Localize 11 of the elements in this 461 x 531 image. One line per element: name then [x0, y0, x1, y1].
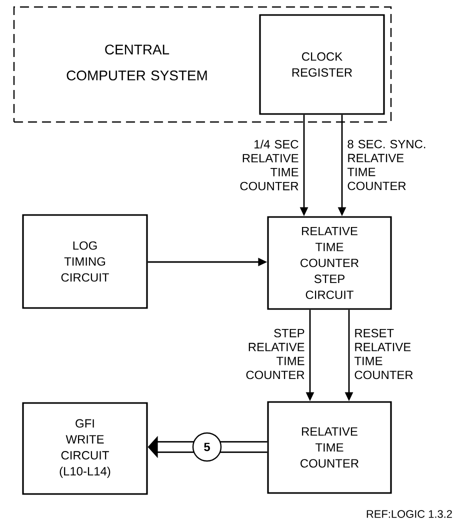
edge-label: 1/4 SEC RELATIVE TIME COUNTER — [240, 140, 298, 190]
block-box: GFI WRITE CIRCUIT (L10-L14) — [22, 402, 148, 495]
edge-label: RESET RELATIVE TIME COUNTER — [354, 328, 413, 380]
block-box: CLOCK REGISTER — [259, 14, 385, 115]
block-box: RELATIVE TIME COUNTER STEP CIRCUIT — [267, 216, 392, 310]
block-box: LOG TIMING CIRCUIT — [22, 214, 148, 309]
reference-note: REF:LOGIC 1.3.2 — [366, 510, 452, 518]
edge-label: 8 SEC. SYNC. RELATIVE TIME COUNTER — [347, 140, 426, 190]
edge-label: STEP RELATIVE TIME COUNTER — [246, 328, 304, 380]
edge-label: 5 — [192, 432, 222, 462]
block-box: RELATIVE TIME COUNTER — [267, 401, 392, 494]
